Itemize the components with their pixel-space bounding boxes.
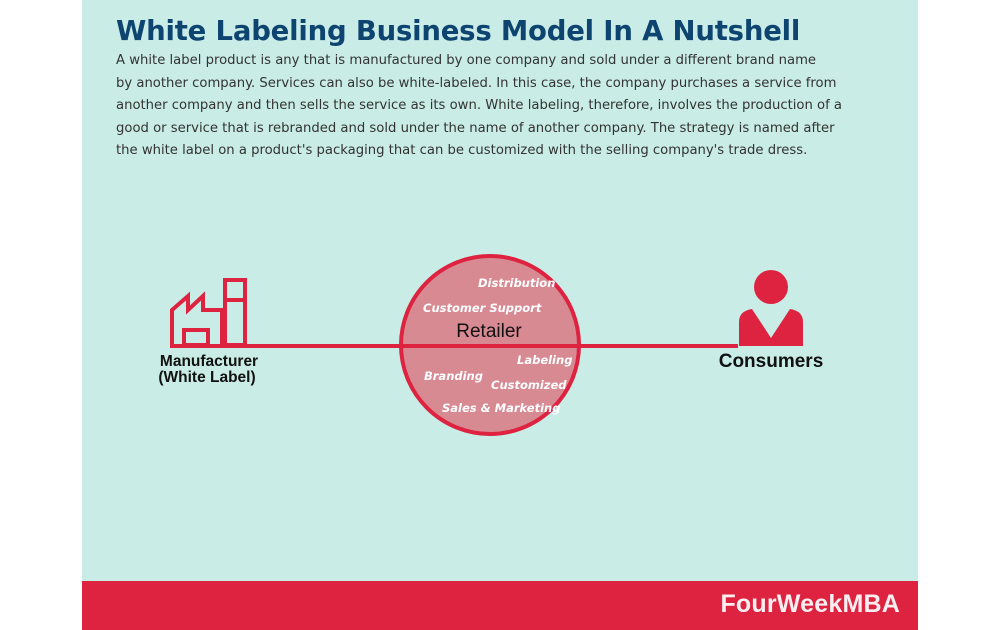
consumers-label: Consumers (719, 351, 824, 372)
activity-customer-support: Customer Support (423, 301, 542, 315)
manufacturer-label: Manufacturer (160, 353, 258, 370)
brand-logo-text: FourWeekMBA (720, 590, 900, 618)
person-icon (739, 270, 803, 346)
factory-icon (170, 278, 247, 347)
activity-branding: Branding (424, 369, 483, 383)
activity-sales-marketing: Sales & Marketing (442, 401, 560, 415)
description-line: the white label on a product's packaging… (116, 143, 808, 158)
page-title: White Labeling Business Model In A Nutsh… (116, 15, 801, 47)
retailer-label: Retailer (456, 321, 522, 342)
description-line: A white label product is any that is man… (116, 53, 817, 68)
activity-customized: Customized (491, 378, 567, 392)
description-line: by another company. Services can also be… (116, 75, 837, 91)
manufacturer-sublabel: (White Label) (158, 369, 255, 386)
description: A white label product is any that is man… (116, 50, 876, 163)
description-line: good or service that is rebranded and so… (116, 120, 835, 136)
activity-distribution: Distribution (478, 276, 555, 290)
activity-labeling: Labeling (517, 353, 572, 367)
footer-bar: FourWeekMBA (82, 581, 918, 630)
description-line: another company and then sells the servi… (116, 98, 843, 113)
